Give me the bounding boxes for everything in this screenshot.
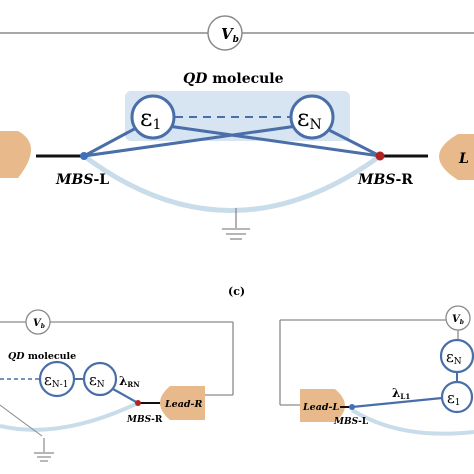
bl-lambda-RN-label: λRN	[119, 374, 140, 389]
bottom-left-panel: Vb QD molecule εN-1 εN λRN Lead	[0, 309, 234, 462]
top-voltmeter-icon	[207, 15, 243, 51]
top-mbs-right-label: MBS-R	[357, 172, 413, 188]
top-lead-right-label: L	[458, 151, 469, 167]
bl-dot-epsN1	[38, 360, 76, 398]
top-mbs-left-dot	[80, 152, 88, 160]
top-qd-molecule-label: QD molecule	[183, 71, 284, 87]
bl-mbs-right-dot	[135, 400, 141, 406]
br-dot-eps1	[440, 380, 474, 414]
br-dot-eps1-label: ε1	[447, 389, 461, 408]
top-mbs-left-label: MBS-L	[55, 172, 109, 188]
br-lead-left	[300, 389, 345, 422]
top-dot-epsN	[289, 94, 335, 140]
br-dot-epsN-label: εN	[446, 348, 462, 367]
bl-substrate-arc	[0, 401, 139, 432]
top-lead-right	[439, 134, 474, 180]
br-coupling-lambda-L1	[351, 396, 443, 409]
top-coupling-R-eps1	[167, 124, 381, 158]
bl-dot-epsN	[82, 361, 118, 397]
bl-voltmeter-label: Vb	[33, 318, 45, 330]
top-mbs-right-dot	[375, 151, 385, 161]
bl-lead-right	[160, 386, 205, 420]
top-dot-eps1	[130, 94, 176, 140]
br-mbs-left-label: MBS-L	[333, 417, 369, 427]
top-panel: Vb QD molecule L ε1	[0, 15, 474, 240]
br-lambda-L1-label: λL1	[392, 386, 410, 401]
top-substrate-arc	[82, 153, 382, 213]
top-coupling-L-epsN	[83, 124, 298, 158]
br-substrate-arc	[350, 408, 474, 436]
panel-label-c: (c)	[228, 285, 245, 298]
bl-dot-epsN1-label: εN-1	[44, 371, 68, 390]
bl-mbs-right-label: MBS-R	[126, 415, 163, 425]
top-voltmeter-label: Vb	[221, 25, 239, 45]
top-lead-left	[0, 131, 31, 178]
br-voltmeter-label: Vb	[452, 314, 464, 326]
br-lead-left-label: Lead-L	[302, 402, 339, 413]
bl-coupling-lambda-RN	[112, 388, 139, 404]
top-coupling-L-eps1	[83, 125, 139, 158]
top-dot-epsN-label: εN	[297, 104, 322, 133]
bl-ground-arc-left	[0, 404, 43, 437]
bl-dot-epsN-label: εN	[89, 371, 105, 390]
bl-lead-right-label: Lead-R	[164, 399, 202, 410]
bl-qd-molecule-label: QD molecule	[8, 351, 76, 362]
top-coupling-R-epsN	[324, 126, 381, 158]
bottom-right-panel: Vb εN ε1 Lead-L λL1 MBS-L	[279, 305, 474, 436]
top-dot-eps1-label: ε1	[140, 104, 161, 133]
bl-voltmeter-icon	[25, 309, 51, 335]
